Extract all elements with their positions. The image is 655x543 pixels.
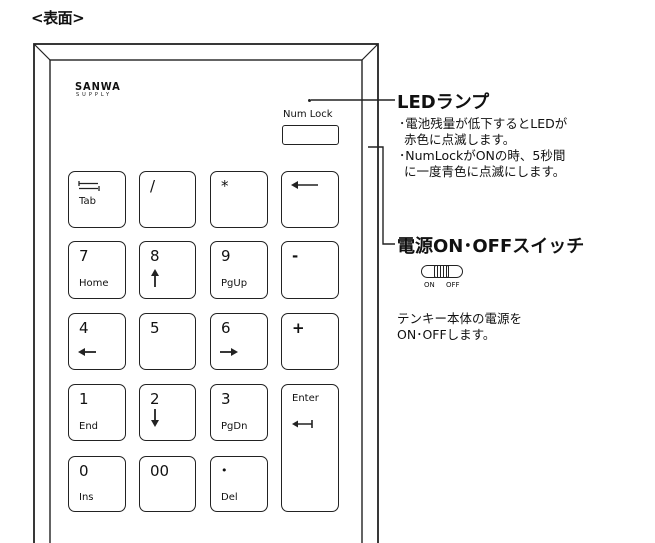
key-00-label: 00: [150, 462, 170, 480]
key-1-sub-label: End: [79, 421, 99, 432]
key-3-pgdn[interactable]: 3 PgDn: [210, 384, 268, 441]
led-heading: LEDランプ: [397, 92, 490, 113]
key-9-sub-label: PgUp: [221, 278, 248, 289]
led-lamp-indicator: [308, 99, 311, 102]
key-slash[interactable]: /: [139, 171, 196, 228]
down-arrow-icon: [151, 409, 159, 427]
key-dot-label: •: [221, 464, 228, 477]
key-minus[interactable]: -: [281, 241, 339, 299]
key-2-label: 2: [150, 390, 160, 408]
key-0-label: 0: [79, 462, 89, 480]
left-arrow-icon: [291, 181, 318, 189]
key-8-label: 8: [150, 247, 160, 265]
key-slash-label: /: [150, 177, 156, 195]
key-7-sub-label: Home: [79, 278, 109, 289]
led-description: ･電池残量が低下するとLEDが 赤色に点滅します。 ･NumLockがONの時、…: [399, 116, 567, 180]
led-note-line: ･NumLockがONの時、5秒間: [399, 148, 566, 163]
tab-icon: [78, 181, 100, 191]
key-tab[interactable]: Tab: [68, 171, 126, 228]
key-tab-label: Tab: [79, 196, 96, 207]
key-4-left[interactable]: 4: [68, 313, 126, 370]
key-backspace[interactable]: [281, 171, 339, 228]
up-arrow-icon: [151, 269, 159, 287]
switch-on-label: ON: [424, 281, 435, 289]
key-5[interactable]: 5: [139, 313, 196, 370]
key-8-up[interactable]: 8: [139, 241, 196, 299]
key-6-label: 6: [221, 319, 231, 337]
switch-off-label: OFF: [446, 281, 460, 289]
power-switch-heading: 電源ON･OFFスイッチ: [397, 236, 585, 257]
key-plus[interactable]: +: [281, 313, 339, 370]
key-3-sub-label: PgDn: [221, 421, 248, 432]
key-3-label: 3: [221, 390, 231, 408]
key-5-label: 5: [150, 319, 160, 337]
key-1-label: 1: [79, 390, 89, 408]
key-asterisk-label: *: [221, 177, 229, 195]
key-7-home[interactable]: 7 Home: [68, 241, 126, 299]
key-1-end[interactable]: 1 End: [68, 384, 126, 441]
brand-sub-logo: SUPPLY: [76, 92, 113, 98]
switch-note-line: テンキー本体の電源を: [397, 311, 523, 326]
key-asterisk[interactable]: *: [210, 171, 268, 228]
power-switch-description: テンキー本体の電源を ON･OFFします。: [397, 311, 522, 343]
numlock-key[interactable]: [282, 125, 339, 145]
enter-arrow-icon: [292, 420, 313, 428]
page-title: <表面>: [31, 9, 85, 27]
key-plus-label: +: [292, 319, 305, 337]
key-00[interactable]: 00: [139, 456, 196, 512]
led-note-line: ･電池残量が低下するとLEDが: [399, 116, 568, 131]
switch-note-line: ON･OFFします。: [397, 327, 496, 342]
key-dot-sub-label: Del: [221, 492, 238, 503]
key-6-right[interactable]: 6: [210, 313, 268, 370]
key-0-ins[interactable]: 0 Ins: [68, 456, 126, 512]
key-4-label: 4: [79, 319, 89, 337]
led-note-line: 赤色に点滅します。: [404, 132, 516, 147]
power-switch-knob: [434, 265, 449, 278]
brand-logo: SANWA: [75, 80, 121, 93]
key-enter[interactable]: Enter: [281, 384, 339, 512]
key-0-sub-label: Ins: [79, 492, 94, 503]
led-note-line: に一度青色に点滅にします。: [404, 164, 566, 179]
key-9-pgup[interactable]: 9 PgUp: [210, 241, 268, 299]
left-arrow-icon: [78, 348, 96, 356]
numlock-label: Num Lock: [283, 109, 333, 120]
key-7-label: 7: [79, 247, 89, 265]
switch-leader-line: [368, 146, 395, 245]
key-enter-label: Enter: [292, 393, 319, 404]
right-arrow-icon: [220, 348, 238, 356]
key-9-label: 9: [221, 247, 231, 265]
key-dot-del[interactable]: • Del: [210, 456, 268, 512]
key-2-down[interactable]: 2: [139, 384, 196, 441]
key-minus-label: -: [292, 247, 299, 265]
